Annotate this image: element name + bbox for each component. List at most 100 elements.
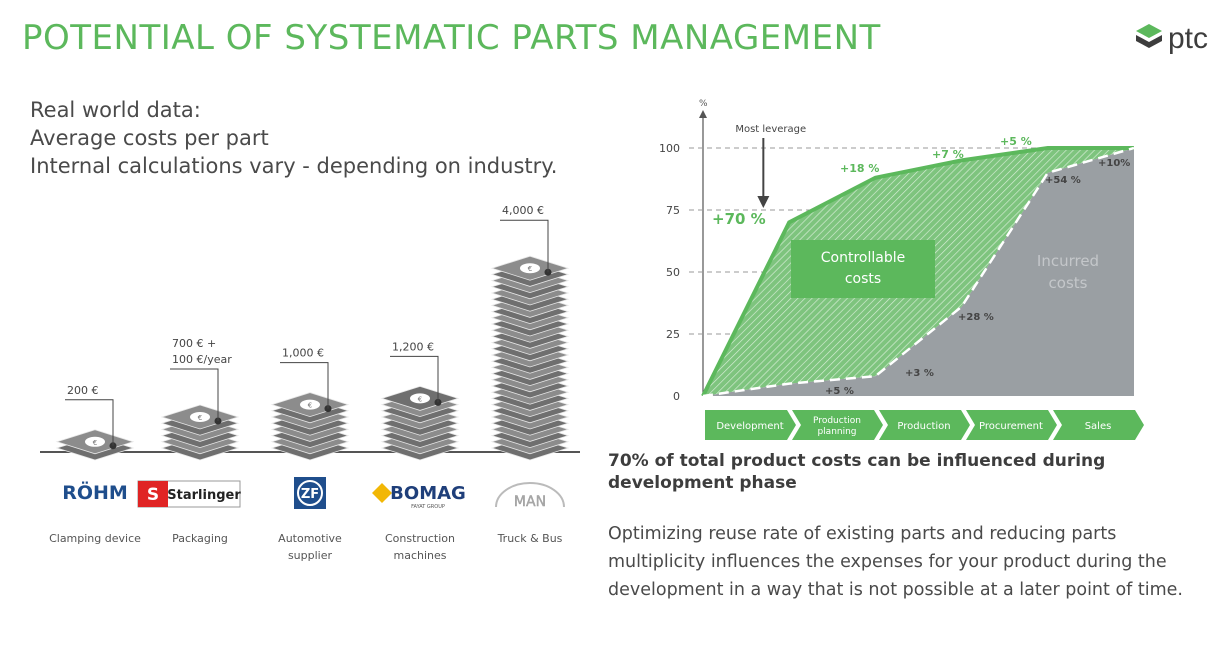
- category-label: Packaging: [172, 532, 228, 545]
- phase-label: Sales: [1085, 421, 1112, 432]
- increase-label: +7 %: [932, 148, 964, 161]
- price-label: 700 € +: [172, 337, 216, 350]
- phase-chevron: [705, 410, 796, 440]
- y-tick-label: 50: [666, 266, 680, 279]
- callout-line: [390, 355, 439, 403]
- y-axis-label: %: [699, 99, 708, 109]
- incurred-costs-area: [703, 148, 1134, 396]
- cost-stack-4: €3,000 € to 4,000 €: [490, 200, 570, 461]
- leverage-arrowhead: [757, 196, 770, 208]
- phase-label: Production: [813, 416, 861, 426]
- intro-line: Average costs per part: [30, 126, 269, 150]
- incurred-increase-label: +3 %: [905, 368, 934, 379]
- phase-chevron: [879, 410, 970, 440]
- phase-chevron: [966, 410, 1057, 440]
- phase-label: planning: [817, 427, 856, 437]
- price-label: 4,000 €: [502, 204, 544, 217]
- incurred-increase-label: +5 %: [825, 386, 854, 397]
- phase-label: Development: [716, 421, 783, 432]
- euro-symbol: €: [93, 439, 97, 447]
- logo-frame: [294, 477, 326, 509]
- company-logo-man: MAN: [495, 482, 565, 510]
- increase-label: +18 %: [840, 162, 879, 175]
- cost-stack-2: €1,000 €: [270, 347, 350, 461]
- price-label: 1,000 €: [282, 347, 324, 360]
- company-logo-rhm: RÖHM: [62, 480, 128, 504]
- cost-influence-chart: % 0 25 50 75 100 Most leverage +70 % +18 % +7 % +5…: [659, 99, 1144, 440]
- callout-line: [65, 399, 114, 446]
- cost-stack-3: €1,200 €: [380, 340, 460, 461]
- ptc-logo-icon: [1136, 24, 1162, 48]
- company-logo-starlinger: S Starlinger: [137, 480, 241, 508]
- ptc-logo: ptc: [1134, 22, 1208, 56]
- controllable-costs-label: costs: [845, 271, 881, 287]
- intro-line: Internal calculations vary - depending o…: [30, 154, 558, 178]
- category-label: Truck & Bus: [497, 532, 563, 545]
- price-label: 3,000 € to: [502, 200, 559, 201]
- logo-arc: [495, 482, 565, 508]
- incurred-increase-label: +28 %: [958, 312, 994, 323]
- increase-label: +70 %: [712, 210, 766, 228]
- euro-coin-icon: [190, 412, 210, 422]
- logo-text: MAN: [514, 494, 546, 510]
- euro-coin-icon: [300, 399, 320, 410]
- most-leverage-label: Most leverage: [735, 124, 806, 135]
- logo-text: ZF: [301, 487, 319, 502]
- logo-text: RÖHM: [62, 480, 128, 504]
- category-label: Construction: [385, 532, 455, 545]
- controllable-costs-line: [701, 146, 1134, 397]
- price-label: 1,200 €: [392, 340, 434, 353]
- body-text: Optimizing reuse rate of existing parts …: [608, 524, 1183, 600]
- y-tick-label: 100: [659, 142, 680, 155]
- headline: 70% of total product costs can be influe…: [608, 451, 1106, 493]
- logo-mark-text: S: [147, 485, 159, 505]
- phase-label: Production: [897, 421, 950, 432]
- cost-stack-1: €700 € + 100 €/year: [160, 337, 240, 461]
- category-label: machines: [393, 549, 446, 562]
- intro-line: Real world data:: [30, 98, 201, 122]
- slide-title: POTENTIAL OF SYSTEMATIC PARTS MANAGEMENT: [22, 18, 881, 58]
- y-axis-arrow: [699, 110, 707, 118]
- callout-line: [280, 362, 329, 409]
- logo-mark: [372, 483, 392, 503]
- y-tick-label: 0: [673, 390, 680, 403]
- incurred-costs-line: [702, 146, 1135, 398]
- logo-text: Starlinger: [167, 488, 241, 503]
- callout-dot: [544, 268, 552, 276]
- controllable-costs-label: Controllable: [821, 250, 905, 266]
- euro-symbol: €: [308, 402, 312, 410]
- intro-text: Real world data: Average costs per part …: [30, 96, 557, 180]
- category-label: supplier: [288, 549, 333, 562]
- incurred-increase-label: +10%: [1098, 158, 1130, 169]
- incurred-costs-label: Incurred: [1037, 252, 1099, 270]
- y-tick-label: 25: [666, 328, 680, 341]
- increase-label: +5 %: [1000, 135, 1032, 148]
- cost-stack-0: €200 €: [55, 384, 135, 461]
- ptc-logo-text: ptc: [1168, 22, 1209, 55]
- controllable-costs-box: [791, 240, 935, 298]
- callout-line: [170, 368, 219, 421]
- logo-mark: [138, 481, 168, 507]
- category-label: Automotive: [278, 532, 342, 545]
- logo-ring: [297, 480, 323, 506]
- phase-chevron: [1053, 410, 1144, 440]
- callout-line: [500, 219, 549, 273]
- parts-cost-stacks: €200 € RÖHM Clamping device €700 € + 100 €/y…: [40, 200, 580, 562]
- incurred-costs-label: costs: [1049, 274, 1088, 292]
- euro-coin-icon: [85, 436, 105, 447]
- incurred-increase-label: +54 %: [1045, 175, 1081, 186]
- euro-symbol: €: [198, 414, 202, 422]
- phase-label: Procurement: [979, 421, 1043, 432]
- price-label: 200 €: [67, 384, 99, 397]
- phase-chevron: [792, 410, 883, 440]
- y-tick-label: 75: [666, 204, 680, 217]
- euro-symbol: €: [528, 265, 532, 273]
- price-label: 100 €/year: [172, 353, 232, 366]
- logo-text: BOMAG: [390, 483, 466, 504]
- euro-coin-icon: [410, 393, 430, 404]
- category-label: Clamping device: [49, 532, 141, 545]
- company-logo-zf: ZF: [294, 477, 326, 509]
- euro-coin-icon: [520, 263, 540, 274]
